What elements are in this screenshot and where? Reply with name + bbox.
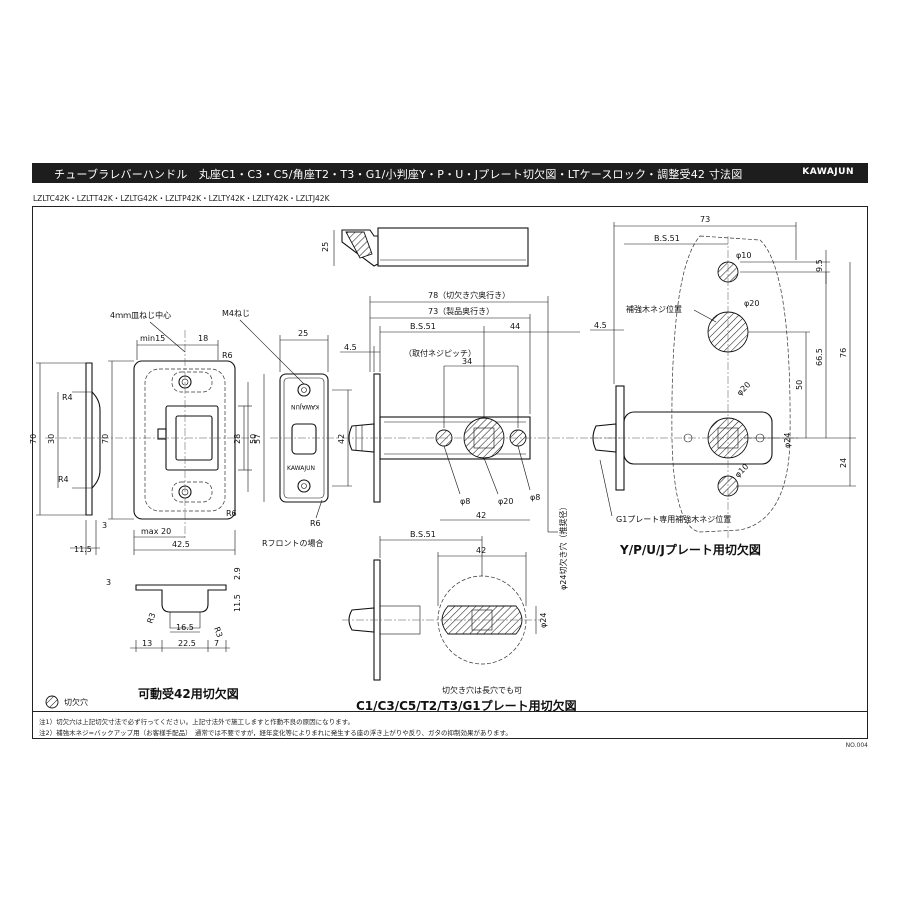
latch-dim-42: 42 xyxy=(476,511,486,520)
latch-dim-34: 34 xyxy=(462,357,472,366)
brand-logo: KAWAJUN xyxy=(802,167,854,177)
oval-caption: Y/P/U/Jプレート用切欠図 xyxy=(619,542,761,557)
oval-plate-cutout: 73 B.S.51 4.5 φ10 φ20 φ20 φ24 φ10 補強木ネジ位… xyxy=(590,215,856,557)
front-dim-57: 57 xyxy=(253,434,262,444)
latch-bs51: B.S.51 xyxy=(410,322,436,331)
round-caption: C1/C3/C5/T2/T3/G1プレート用切欠図 xyxy=(356,698,577,713)
latch-dim-78: 78（切欠き穴奥行き） xyxy=(428,290,510,300)
latch-phi8-right: φ8 xyxy=(530,493,540,502)
latch-dim-4-5: 4.5 xyxy=(344,343,357,352)
round-dim-42: 42 xyxy=(476,546,486,555)
latch-pitch-label: （取付ネジピッチ） xyxy=(404,348,476,358)
oval-dim-66-5: 66.5 xyxy=(815,348,824,366)
dim-r3-right: R3 xyxy=(212,626,224,639)
dim-s3: 3 xyxy=(106,578,111,587)
front-caption: Rフロントの場合 xyxy=(262,538,324,548)
note-1: 注1）切欠穴は上記切欠寸法で必ず行ってください。上記寸法外で施工しますと作動不良… xyxy=(39,718,354,726)
front-logo-top: KAWAJUN xyxy=(291,403,319,410)
dim-2-9: 2.9 xyxy=(233,567,242,580)
front-dim-r6: R6 xyxy=(310,519,321,528)
dim-28: 28 xyxy=(233,434,242,444)
round-phi24: φ24 xyxy=(539,613,548,628)
dim-70-side: 70 xyxy=(29,434,38,444)
front-dim-25: 25 xyxy=(298,329,308,338)
latch-phi24-hole: φ24切欠き穴（推奨径） xyxy=(558,503,568,590)
oval-phi10-top: φ10 xyxy=(736,251,751,260)
legend-label: 切欠穴 xyxy=(64,697,88,707)
latch-front-drawing: KAWAJUN KAWAJUN 25 M4ねじ 57 42 R6 Rフロントの場… xyxy=(222,309,352,548)
dim-r3-left: R3 xyxy=(145,612,157,625)
dim-16-5: 16.5 xyxy=(176,623,194,632)
dim-r6-bottom: R6 xyxy=(226,509,237,518)
latch-dim-73: 73（製品奥行き） xyxy=(428,306,494,316)
oval-dim-9-5: 9.5 xyxy=(815,259,824,272)
front-dim-42: 42 xyxy=(337,434,346,444)
dim-22-5: 22.5 xyxy=(178,639,196,648)
oval-phi20-top: φ20 xyxy=(744,299,759,308)
latch-dim-44: 44 xyxy=(510,322,520,331)
latch-top-drawing: 25 xyxy=(321,227,529,267)
latch-phi8-left: φ8 xyxy=(460,497,470,506)
oval-phi10-bottom: φ10 xyxy=(733,462,750,479)
notes-box: 注1）切欠穴は上記切欠寸法で必ず行ってください。上記寸法外で施工しますと作動不良… xyxy=(32,711,868,739)
dim-13: 13 xyxy=(142,639,152,648)
m4-screw-label: M4ねじ xyxy=(222,309,250,318)
page-title: チューブラレバーハンドル 丸座C1・C3・C5/角座T2・T3・G1/小判座Y・… xyxy=(54,168,743,181)
latch-side-drawing: 78（切欠き穴奥行き） 73（製品奥行き） B.S.51 44 4.5 （取付ネ… xyxy=(340,290,620,590)
reinforce-screw-label: 補強木ネジ位置 xyxy=(626,304,682,314)
dim-r4-bottom: R4 xyxy=(58,475,69,484)
oval-bs51: B.S.51 xyxy=(654,234,680,243)
dim-30: 30 xyxy=(47,434,56,444)
oval-dim-24: 24 xyxy=(839,458,848,468)
dim-min15: min15 xyxy=(140,334,165,343)
oval-phi20-bottom: φ20 xyxy=(735,380,752,397)
round-bs51: B.S.51 xyxy=(410,530,436,539)
round-note: 切欠き穴は長穴でも可 xyxy=(442,685,522,695)
top-dim-25: 25 xyxy=(321,242,330,252)
strike-plate-drawing: min15 18 4ｍｍ皿ねじ中心 R6 R6 R4 R4 70 30 70 2… xyxy=(29,310,258,701)
front-logo-bottom: KAWAJUN xyxy=(287,465,315,472)
oval-dim-73: 73 xyxy=(700,215,710,224)
oval-dim-4-5: 4.5 xyxy=(594,321,607,330)
dim-s11-5: 11.5 xyxy=(233,594,242,612)
dim-r4-top: R4 xyxy=(62,393,73,402)
latch-phi20: φ20 xyxy=(498,497,513,506)
model-numbers: LZLTC42K・LZLTT42K・LZLTG42K・LZLTP42K・LZLT… xyxy=(33,194,330,203)
note-2: 注2）補強木ネジ=バックアップ用（お客様手配品） 通常では不要ですが，経年変化等… xyxy=(39,729,512,737)
document-number: NO.004 xyxy=(845,742,868,749)
oval-dim-50: 50 xyxy=(795,380,804,390)
dim-18: 18 xyxy=(198,334,208,343)
dim-r6-top: R6 xyxy=(222,351,233,360)
oval-phi24: φ24 xyxy=(783,433,792,448)
g1-screw-note: G1プレート専用補強木ネジ位置 xyxy=(616,514,731,524)
dim-7: 7 xyxy=(214,639,219,648)
dim-50: 50 xyxy=(249,434,258,444)
round-plate-cutout: B.S.51 42 φ24 切欠き穴は長穴でも可 C1/C3/C5/T2/T3/… xyxy=(342,530,577,713)
dim-42-5: 42.5 xyxy=(172,540,190,549)
title-bar: チューブラレバーハンドル 丸座C1・C3・C5/角座T2・T3・G1/小判座Y・… xyxy=(32,163,868,183)
dim-max20: max 20 xyxy=(141,527,171,536)
legend: 切欠穴 xyxy=(45,695,88,709)
dim-70-front: 70 xyxy=(101,434,110,444)
dim-11-5: 11.5 xyxy=(74,545,92,554)
dim-3: 3 xyxy=(102,521,107,530)
strike-caption: 可動受42用切欠図 xyxy=(138,686,239,701)
oval-dim-76: 76 xyxy=(839,348,848,358)
screw-center-label: 4ｍｍ皿ねじ中心 xyxy=(110,310,171,320)
